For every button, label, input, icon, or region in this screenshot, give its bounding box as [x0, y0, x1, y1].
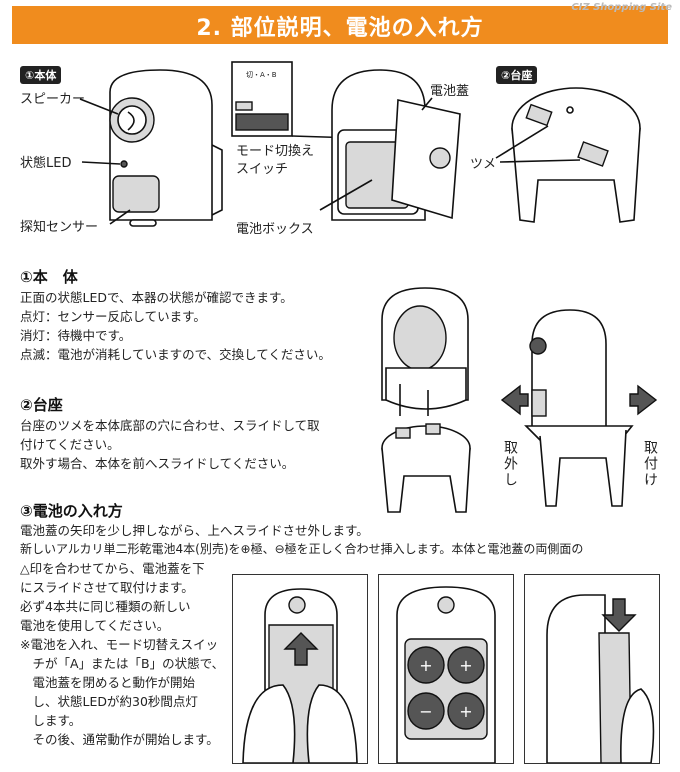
section3-col-line: ※電池を入れ、モード切替えスイッ — [20, 637, 219, 652]
section1-line: 正面の状態LEDで、本器の状態が確認できます。 — [20, 290, 293, 305]
section1-text: 正面の状態LEDで、本器の状態が確認できます。 点灯：センサー反応しています。 … — [20, 288, 331, 364]
section1-heading: ①本 体 — [20, 268, 78, 286]
section3-column: △印を合わせてから、電池蓋を下 にスライドさせて取付けます。 必ず4本共に同じ種… — [20, 559, 224, 749]
base-illustration — [495, 87, 641, 223]
section2-line: 台座のツメを本体底部の穴に合わせ、スライドして取 — [20, 418, 320, 433]
arrow-down-icon — [601, 598, 637, 632]
section3-col-line: 必ず4本共に同じ種類の新しい — [20, 599, 191, 614]
label-speaker: スピーカー — [20, 92, 86, 107]
section1-line: 点滅：電池が消耗していますので、交換してください。 — [20, 347, 331, 362]
switch-markings: 切・A・B — [246, 71, 277, 79]
panel-remove-cover — [232, 574, 368, 764]
section2-line: 付けてください。 — [20, 437, 120, 452]
tag-body: ①本体 — [20, 66, 62, 84]
side-view-diagram — [500, 309, 658, 507]
svg-text:+: + — [459, 656, 472, 675]
section3-col-line: 電池を使用してください。 — [20, 618, 170, 633]
unit-front-illustration — [79, 69, 223, 227]
watermark: CIZ Shopping Site — [571, 2, 672, 13]
remove-cover-illustration — [242, 588, 358, 764]
arrow-right-icon — [629, 384, 658, 416]
label-sensor: 探知センサー — [20, 220, 99, 235]
label-battery-box: 電池ボックス — [236, 222, 314, 237]
section3-col-line: します。 — [20, 713, 82, 728]
label-mode-switch-1: モード切換え — [236, 144, 315, 159]
arrow-left-icon — [500, 384, 529, 416]
section3-intro-line: 電池蓋の矢印を少し押しながら、上へスライドさせ外します。 — [20, 523, 369, 538]
label-battery-cover: 電池蓋 — [430, 84, 470, 99]
section3-col-line: チが「A」または「B」の状態で、 — [20, 656, 225, 671]
arrow-up-icon — [283, 632, 319, 666]
attach-cover-illustration — [546, 594, 655, 764]
svg-text:−: − — [419, 702, 432, 721]
attach-diagram — [381, 287, 471, 513]
svg-text:+: + — [419, 656, 432, 675]
section2-line: 取外す場合、本体を前へスライドしてください。 — [20, 456, 295, 471]
section1-line: 点灯：センサー反応しています。 — [20, 309, 206, 324]
batteries-illustration: + + − + — [396, 586, 496, 764]
section2-heading: ②台座 — [20, 396, 63, 414]
section3-heading: ③電池の入れ方 — [20, 502, 123, 520]
section3-intro: 電池蓋の矢印を少し押しながら、上へスライドさせ外します。 新しいアルカリ単二形乾… — [20, 521, 583, 559]
section-title: 2. 部位説明、電池の入れ方 — [196, 16, 484, 41]
assembly-illustrations — [381, 287, 658, 513]
section3-col-line: その後、通常動作が開始します。 — [20, 732, 219, 747]
section-banner: 2. 部位説明、電池の入れ方 — [12, 6, 668, 44]
section2-text: 台座のツメを本体底部の穴に合わせ、スライドして取 付けてください。 取外す場合、… — [20, 416, 320, 473]
top-illustrations — [79, 61, 641, 227]
label-status-led: 状態LED — [20, 156, 72, 171]
section3-col-line: △印を合わせてから、電池蓋を下 — [20, 561, 205, 576]
tag-base: ②台座 — [496, 66, 538, 84]
label-mode-switch-2: スイッチ — [236, 162, 289, 177]
section1-line: 消灯：待機中です。 — [20, 328, 132, 343]
section3-col-line: し、状態LEDが約30秒間点灯 — [20, 694, 198, 709]
section3-col-line: 電池蓋を閉めると動作が開始 — [20, 675, 196, 690]
label-tab: ツメ — [470, 157, 497, 172]
panel-batteries: + + − + — [378, 574, 514, 764]
section3-col-line: にスライドさせて取付けます。 — [20, 580, 194, 595]
section3-intro-line: 新しいアルカリ単二形乾電池4本(別売)を⊕極、⊖極を正しく合わせ挿入します。本体… — [20, 542, 584, 556]
label-attach: 取付け — [642, 440, 658, 488]
switch-inset — [231, 61, 357, 139]
panel-attach-cover — [524, 574, 660, 764]
battery-box-illustration — [319, 69, 461, 221]
label-remove: 取外し — [502, 440, 518, 488]
svg-text:+: + — [459, 702, 472, 721]
